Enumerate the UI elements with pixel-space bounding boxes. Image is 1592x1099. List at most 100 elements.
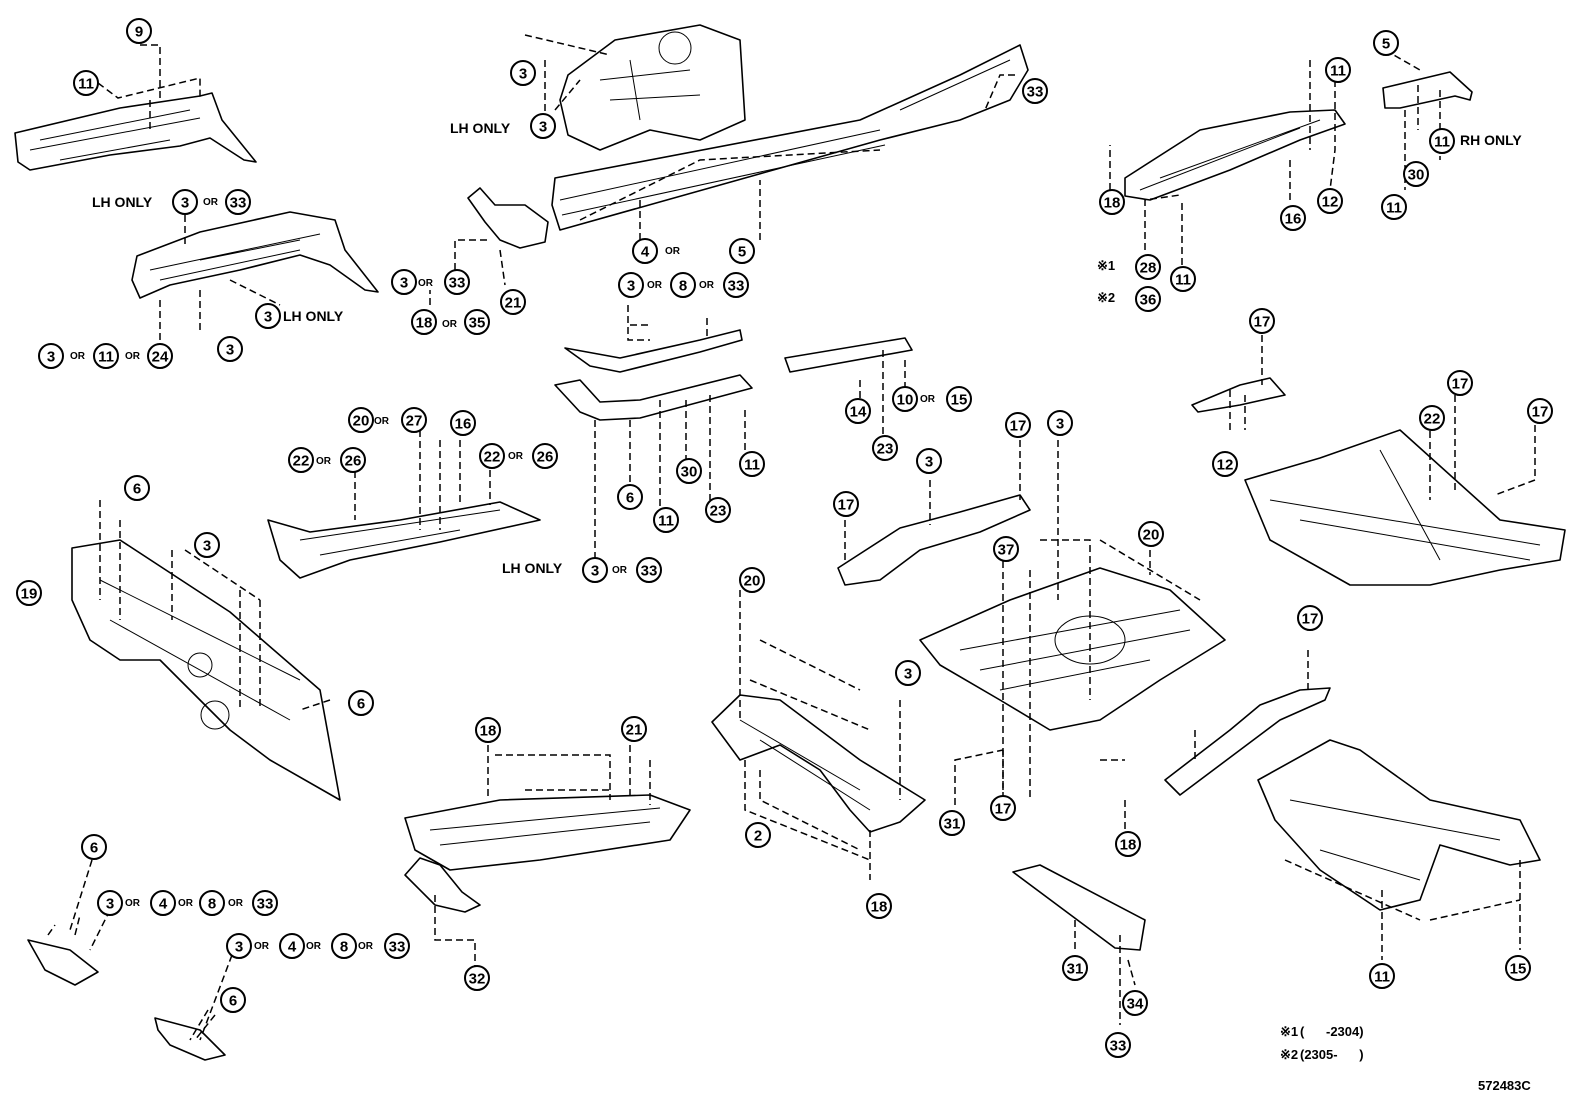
or-word: OR: [203, 197, 219, 208]
callout-number: 4: [641, 244, 650, 261]
or-word: OR: [178, 898, 194, 909]
callout-number: 30: [681, 464, 698, 481]
front-floor-part: [267, 501, 541, 579]
callout-circle: [411, 309, 437, 335]
callout-circle: [252, 890, 278, 916]
center-floor-part: [404, 794, 691, 871]
callout-circle: [705, 497, 731, 523]
callout-32: 32: [464, 965, 490, 991]
callout-number: 15: [1510, 961, 1527, 978]
callout-number: 33: [1110, 1038, 1127, 1055]
callout-circle: [147, 343, 173, 369]
callout-number: 18: [1104, 195, 1121, 212]
callout-11: 11: [1381, 194, 1407, 220]
callout-number: 32: [469, 971, 486, 988]
callout-19: 19: [16, 580, 42, 606]
callout-circle: [150, 890, 176, 916]
callout-33: 33: [252, 890, 278, 916]
dash-panel-part: [71, 539, 341, 801]
callout-number: 16: [455, 416, 472, 433]
leader-lines: [47, 34, 1536, 1041]
callout-number: 11: [98, 349, 114, 366]
callout-number: 14: [850, 404, 867, 421]
lh-only-label-2: LH ONLY: [92, 194, 153, 210]
callout-circle: [729, 238, 755, 264]
callout-circle: [745, 822, 771, 848]
callout-number: 3: [235, 939, 243, 956]
bracket-part: [467, 187, 549, 249]
callout-circle: [1373, 30, 1399, 56]
callout-circle: [464, 965, 490, 991]
front-apron-part: [131, 211, 379, 299]
callout-18: 18: [866, 893, 892, 919]
or-word: OR: [508, 451, 524, 462]
diagram-id: 572483C: [1478, 1078, 1531, 1093]
callout-circle: [126, 18, 152, 44]
callout-circle: [723, 272, 749, 298]
callout-3: 3: [391, 269, 417, 295]
callout-17: 17: [1005, 412, 1031, 438]
callout-number: 18: [871, 899, 888, 916]
callout-18: 18: [1115, 831, 1141, 857]
callout-17: 17: [1527, 398, 1553, 424]
callout-3: 3: [1047, 410, 1073, 436]
callout-circle: [38, 343, 64, 369]
callout-11: 11: [93, 343, 119, 369]
callout-circle: [391, 269, 417, 295]
callout-3: 3: [38, 343, 64, 369]
callout-circle: [676, 458, 702, 484]
callout-circle: [1381, 194, 1407, 220]
callout-6: 6: [348, 690, 374, 716]
callout-circle: [1505, 955, 1531, 981]
callout-circle: [833, 491, 859, 517]
callout-circle: [464, 309, 490, 335]
callout-circle: [1297, 605, 1323, 631]
callout-16: 16: [450, 410, 476, 436]
small-panel-left-part: [27, 939, 99, 986]
or-word: OR: [306, 941, 322, 952]
or-word: OR: [125, 898, 141, 909]
callout-number: 36: [1140, 292, 1157, 309]
footnote-mark-2: ※2: [1097, 290, 1115, 305]
callout-number: 12: [1217, 457, 1234, 474]
callout-number: 3: [539, 119, 547, 136]
callout-circle: [636, 557, 662, 583]
callout-18: 18: [1099, 189, 1125, 215]
or-word: OR: [316, 456, 332, 467]
callout-number: 31: [1067, 961, 1084, 978]
callout-circle: [510, 60, 536, 86]
callout-9: 9: [126, 18, 152, 44]
callout-21: 21: [621, 716, 647, 742]
callout-20: 20: [348, 407, 374, 433]
callout-number: 11: [1330, 63, 1346, 80]
callout-circle: [621, 716, 647, 742]
callout-circle: [1122, 990, 1148, 1016]
callout-circle: [939, 810, 965, 836]
callout-number: 6: [626, 490, 634, 507]
or-word: OR: [699, 280, 715, 291]
or-word: OR: [70, 351, 86, 362]
callout-circle: [1005, 412, 1031, 438]
callout-11: 11: [1369, 963, 1395, 989]
footnote-1-mark: ※1: [1280, 1024, 1298, 1039]
callout-24: 24: [147, 343, 173, 369]
callout-8: 8: [199, 890, 225, 916]
callout-circle: [1429, 128, 1455, 154]
callout-number: 34: [1127, 996, 1144, 1013]
callout-circle: [1099, 189, 1125, 215]
callout-circle: [288, 447, 314, 473]
lh-only-label-4: LH ONLY: [502, 560, 563, 576]
callout-18: 18: [475, 717, 501, 743]
callout-35: 35: [464, 309, 490, 335]
callout-number: 33: [449, 275, 466, 292]
callout-number: 11: [744, 457, 760, 474]
callout-circle: [401, 407, 427, 433]
or-word: OR: [254, 941, 270, 952]
rear-floor-part: [919, 567, 1226, 731]
callout-circle: [739, 567, 765, 593]
callout-number: 31: [944, 816, 961, 833]
callout-number: 3: [400, 275, 408, 292]
callout-circle: [1317, 188, 1343, 214]
callout-23: 23: [705, 497, 731, 523]
callout-number: 18: [480, 723, 497, 740]
